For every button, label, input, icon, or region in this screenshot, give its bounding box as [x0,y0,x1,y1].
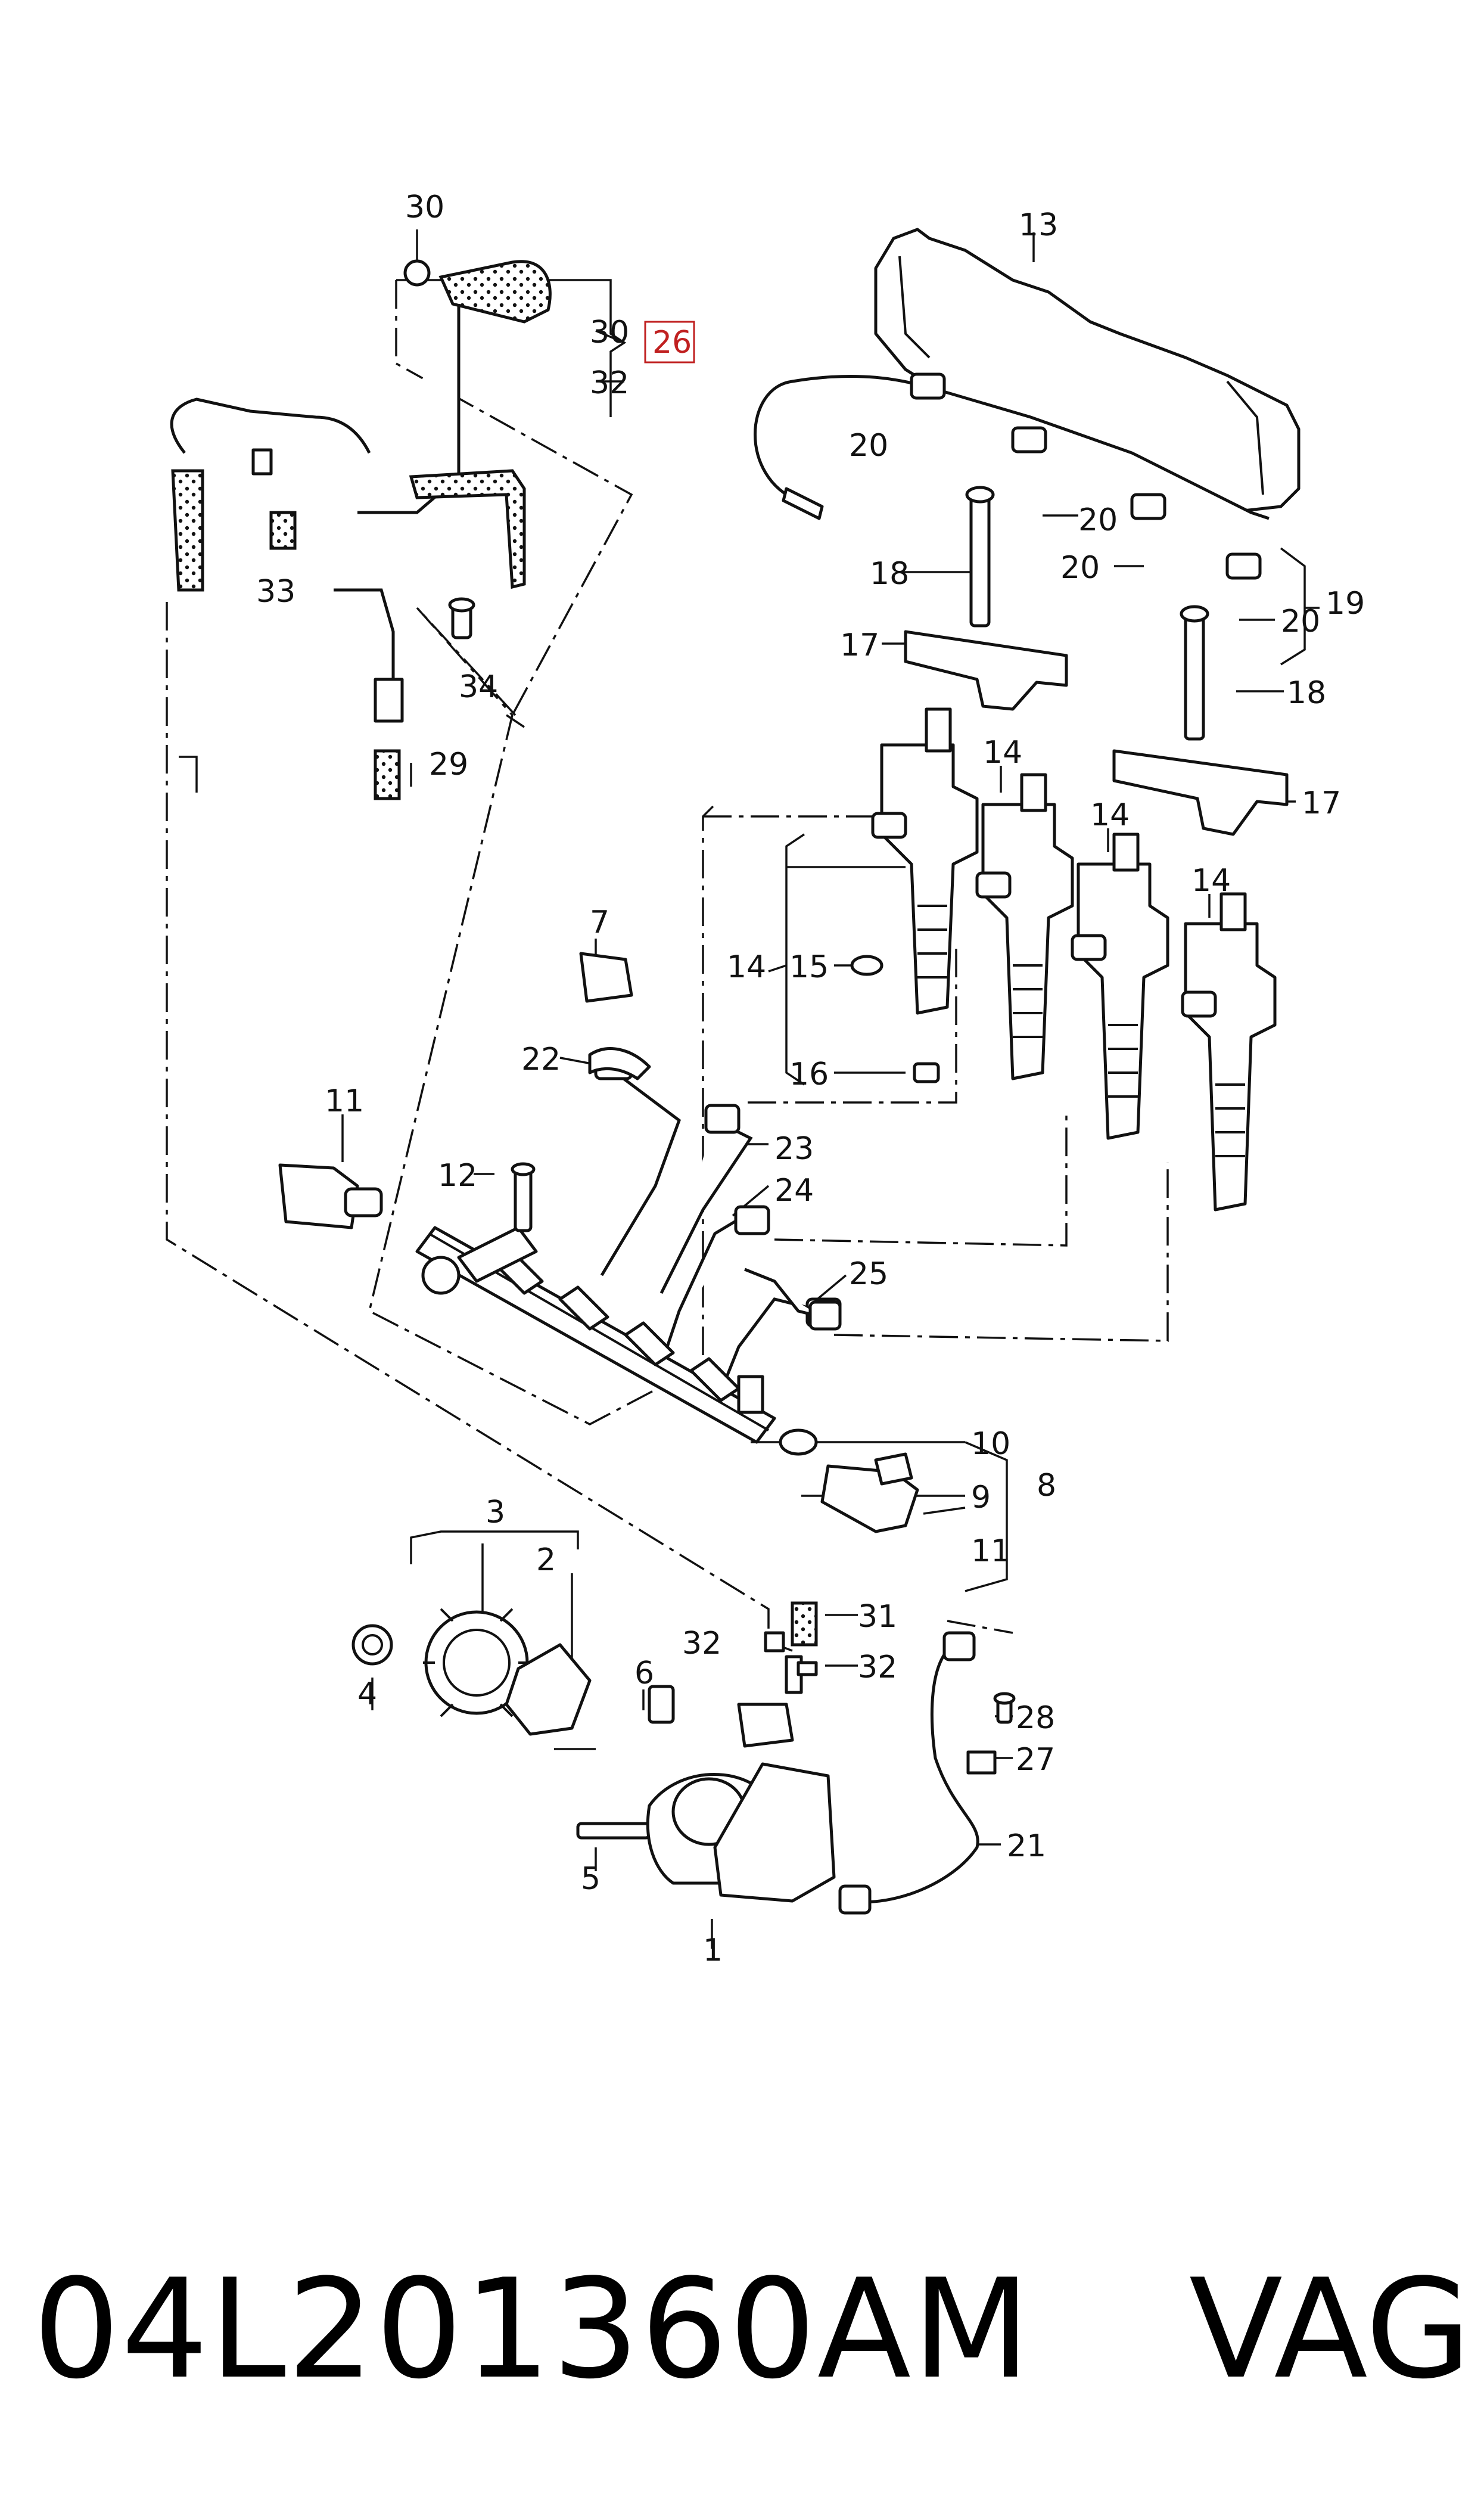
pipe-21 [838,1631,1016,1915]
injector-pipes [594,1050,842,1377]
guide-lines [166,280,1169,1645]
injector-2 [975,773,1074,1080]
callout-9: 9 [971,1480,991,1515]
callout-22: 22 [521,1042,561,1077]
clamps [904,630,1289,836]
callout-17-a: 17 [840,628,879,663]
callout-24: 24 [774,1173,814,1209]
callout-18-a: 18 [870,556,909,592]
callouts: 30 13 30 26 32 20 20 20 20 19 18 18 17 1… [256,190,1365,1968]
callout-30-top: 30 [405,190,444,225]
brand-name: VAG [1189,2250,1471,2409]
callout-1: 1 [703,1933,723,1968]
callout-16: 16 [789,1057,829,1092]
callout-29: 29 [429,747,468,782]
callout-7: 7 [590,905,609,940]
callout-5: 5 [581,1861,601,1897]
seals [850,955,940,1083]
pressure-regulator [779,1428,919,1533]
callout-3: 3 [486,1495,505,1530]
return-line [754,372,1270,580]
callout-23: 23 [774,1131,814,1167]
callout-19: 19 [1326,586,1365,622]
callout-11-bottom: 11 [971,1533,1010,1569]
injector-4 [1181,892,1277,1212]
injectors [871,707,1277,1212]
bolts [965,486,1209,741]
callout-18-b: 18 [1287,675,1326,711]
part-number: 04L201360AM [33,2250,1032,2409]
callout-12: 12 [438,1158,477,1194]
callout-14-a: 14 [983,735,1022,771]
callout-13: 13 [1019,207,1058,243]
callout-6: 6 [634,1655,654,1691]
injector-1 [871,707,979,1015]
callout-32-a: 32 [682,1626,721,1661]
callout-11-top: 11 [325,1083,364,1119]
fuel-rail [415,1226,776,1444]
pump-group [351,1601,836,1903]
pipe-25 [744,1268,842,1331]
callout-32-b: 32 [858,1650,897,1685]
callout-26[interactable]: 26 [652,325,692,361]
callout-33: 33 [256,574,295,610]
sprocket [423,1608,530,1717]
callout-28: 28 [1016,1700,1055,1736]
callout-15: 15 [789,949,829,985]
callout-8: 8 [1037,1468,1056,1504]
callout-21: 21 [1007,1828,1046,1864]
callout-17-b: 17 [1302,785,1341,821]
callout-34: 34 [459,669,498,705]
callout-14-c: 14 [1191,863,1231,899]
callout-32-top: 32 [590,365,629,401]
callout-20-b: 20 [1078,502,1118,538]
pipe-22 [588,1047,651,1080]
injector-3 [1071,833,1169,1140]
callout-20-a: 20 [849,428,888,464]
callout-26-highlight-box [644,321,695,364]
callout-31: 31 [858,1599,897,1635]
callout-2: 2 [536,1542,556,1578]
callout-14-d: 14 [727,949,766,985]
callout-30: 30 [590,315,629,350]
pressure-sensor [278,1162,536,1232]
callout-25: 25 [849,1256,888,1292]
callout-14-b: 14 [1090,797,1130,833]
callout-10: 10 [971,1426,1010,1462]
callout-4: 4 [357,1676,377,1712]
callout-20-d: 20 [1281,604,1320,639]
left-return-hoses [170,259,552,800]
connector-7 [579,952,633,1003]
exploded-parts-diagram: 30 13 30 26 32 20 20 20 20 19 18 18 17 1… [166,190,1365,1968]
callout-20-c: 20 [1060,550,1100,586]
callout-27: 27 [1016,1742,1055,1778]
